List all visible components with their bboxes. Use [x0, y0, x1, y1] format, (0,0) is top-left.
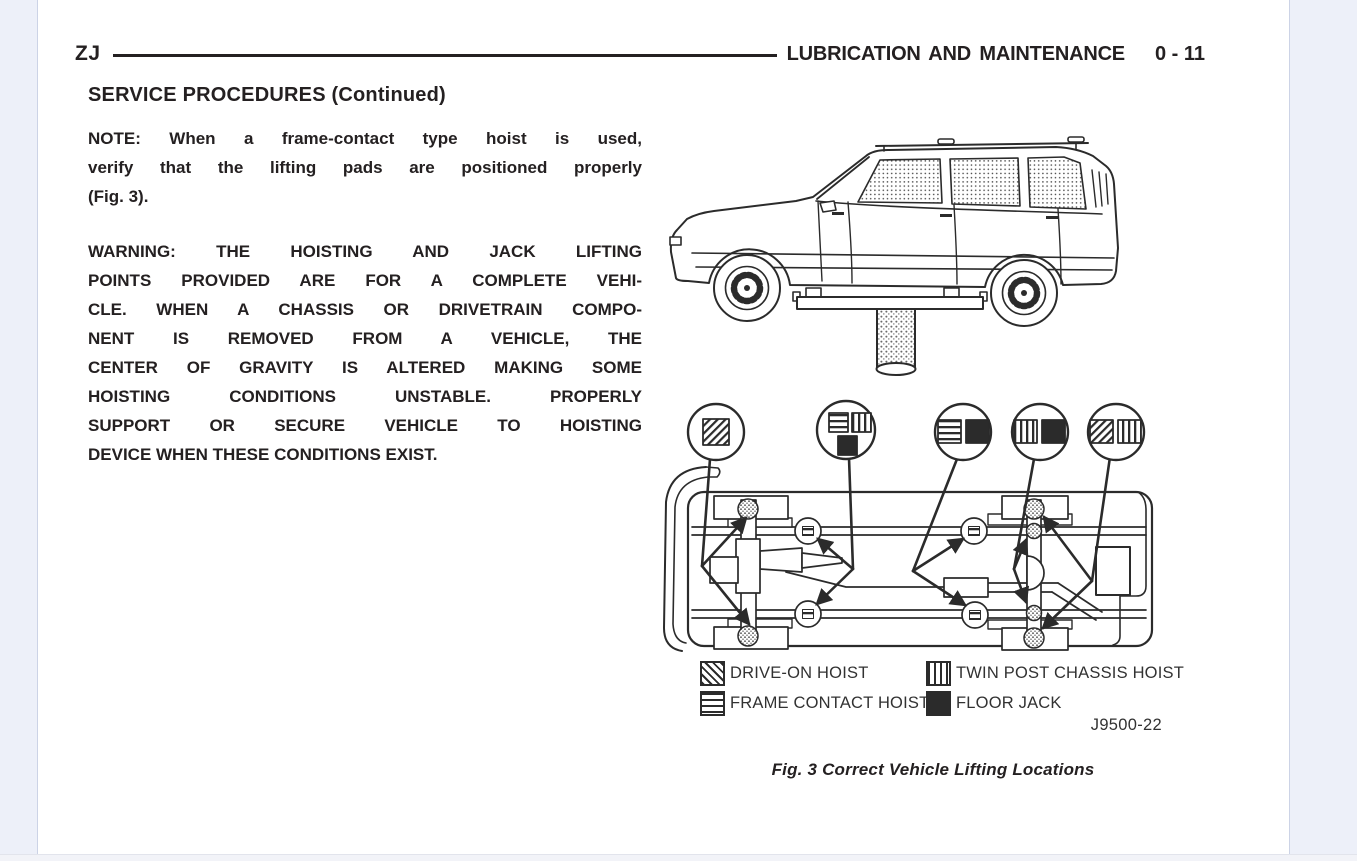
callout-twin-jack: [1010, 402, 1070, 462]
note-line: verify that the lifting pads are positio…: [88, 158, 642, 177]
legend-label: DRIVE-ON HOIST: [730, 664, 869, 682]
front-axle: [709, 495, 789, 650]
lift-plate: [796, 296, 984, 310]
drive-on-hoist-swatch: [700, 661, 725, 686]
legend-item-twin-post-chassis-hoist: TWIN POST CHASSIS HOIST: [926, 661, 1184, 686]
floor-jack-swatch: [926, 691, 951, 716]
tailpipe: [1051, 582, 1103, 621]
lift-point-rear-axle-right: [1025, 604, 1043, 622]
twin-post-chassis-hoist-swatch: [926, 661, 951, 686]
note-line: NOTE: When a frame-contact type hoist is…: [88, 129, 642, 148]
callout-frame-jack: [933, 402, 993, 462]
callout-drive-on: [686, 402, 746, 462]
callout-bubbles: [686, 399, 1146, 462]
callout-frame-twin-jack: [815, 399, 877, 461]
page-header: ZJ LUBRICATION AND MAINTENANCE 0 - 11: [75, 42, 1205, 66]
figure-code: J9500-22: [1090, 716, 1162, 734]
warning-line: NENT IS REMOVED FROM A VEHICLE, THE: [88, 329, 642, 348]
warning-line: CLE. WHEN A CHASSIS OR DRIVETRAIN COMPO-: [88, 300, 642, 319]
rear-bumper-step: [1112, 491, 1147, 646]
chassis-lift-points-diagram: [663, 399, 1154, 652]
lift-point-arrows: [700, 455, 1112, 630]
fuel-tank: [1095, 546, 1131, 596]
legend-item-drive-on-hoist: DRIVE-ON HOIST: [700, 661, 922, 686]
warning-line: HOISTING CONDITIONS UNSTABLE. PROPERLY: [88, 387, 642, 406]
warning-line: POINTS PROVIDED ARE FOR A COMPLETE VEHI-: [88, 271, 642, 290]
warning-paragraph: WARNING: THE HOISTING AND JACK LIFTING P…: [88, 237, 642, 469]
frame-contact-hoist-swatch: [700, 691, 725, 716]
window-glass: [857, 156, 1109, 210]
roof-rail: [875, 142, 1089, 147]
side-mirror: [819, 200, 837, 213]
lift-point-front-axle-left: [737, 498, 759, 520]
warning-line: CENTER OF GRAVITY IS ALTERED MAKING SOME: [88, 358, 642, 377]
headlight: [669, 236, 682, 246]
rear-wheel: [990, 259, 1058, 327]
legend-label: FLOOR JACK: [956, 694, 1062, 712]
callout-driveon-twin: [1086, 402, 1146, 462]
legend-item-floor-jack: FLOOR JACK: [926, 691, 1184, 716]
driveshaft-exhaust: [759, 547, 1103, 621]
lift-point-front-axle-right: [737, 625, 759, 647]
front-wheel: [713, 254, 781, 322]
differential: [1026, 555, 1045, 591]
note-paragraph: NOTE: When a frame-contact type hoist is…: [88, 124, 642, 211]
lift-point-rear-axle-left: [1025, 522, 1043, 540]
warning-line: DEVICE WHEN THESE CONDITIONS EXIST.: [88, 445, 438, 464]
vehicle-on-hoist-illustration: [669, 136, 1119, 376]
figure-caption: Fig. 3 Correct Vehicle Lifting Locations: [771, 760, 1095, 779]
warning-line: WARNING: THE HOISTING AND JACK LIFTING: [88, 242, 642, 261]
section-heading: SERVICE PROCEDURES (Continued): [88, 84, 446, 106]
figure-legend: DRIVE-ON HOIST TWIN POST CHASSIS HOIST F…: [700, 661, 1184, 716]
viewer-bottom-edge: [0, 854, 1357, 861]
frame-rail-lift-points: [794, 517, 989, 629]
frame-rail-rear-side: [691, 609, 1147, 619]
legend-label: FRAME CONTACT HOIST: [730, 694, 930, 712]
page-number: 0 - 11: [1154, 42, 1205, 65]
figure-3: DRIVE-ON HOIST TWIN POST CHASSIS HOIST F…: [660, 118, 1206, 818]
warning-line: SUPPORT OR SECURE VEHICLE TO HOISTING: [88, 416, 642, 435]
note-line: (Fig. 3).: [88, 187, 149, 206]
lift-point-rear-spring-right: [1023, 627, 1045, 649]
header-rule: [112, 53, 777, 57]
rear-axle: [1001, 495, 1069, 651]
legend-item-frame-contact-hoist: FRAME CONTACT HOIST: [700, 691, 929, 716]
front-bumper-outline: [663, 466, 721, 652]
model-code: ZJ: [75, 42, 101, 65]
hoist-post: [792, 287, 988, 376]
chapter-title: LUBRICATION AND MAINTENANCE: [786, 42, 1126, 65]
legend-label: TWIN POST CHASSIS HOIST: [956, 664, 1184, 682]
manual-page: ZJ LUBRICATION AND MAINTENANCE 0 - 11 SE…: [37, 0, 1290, 855]
